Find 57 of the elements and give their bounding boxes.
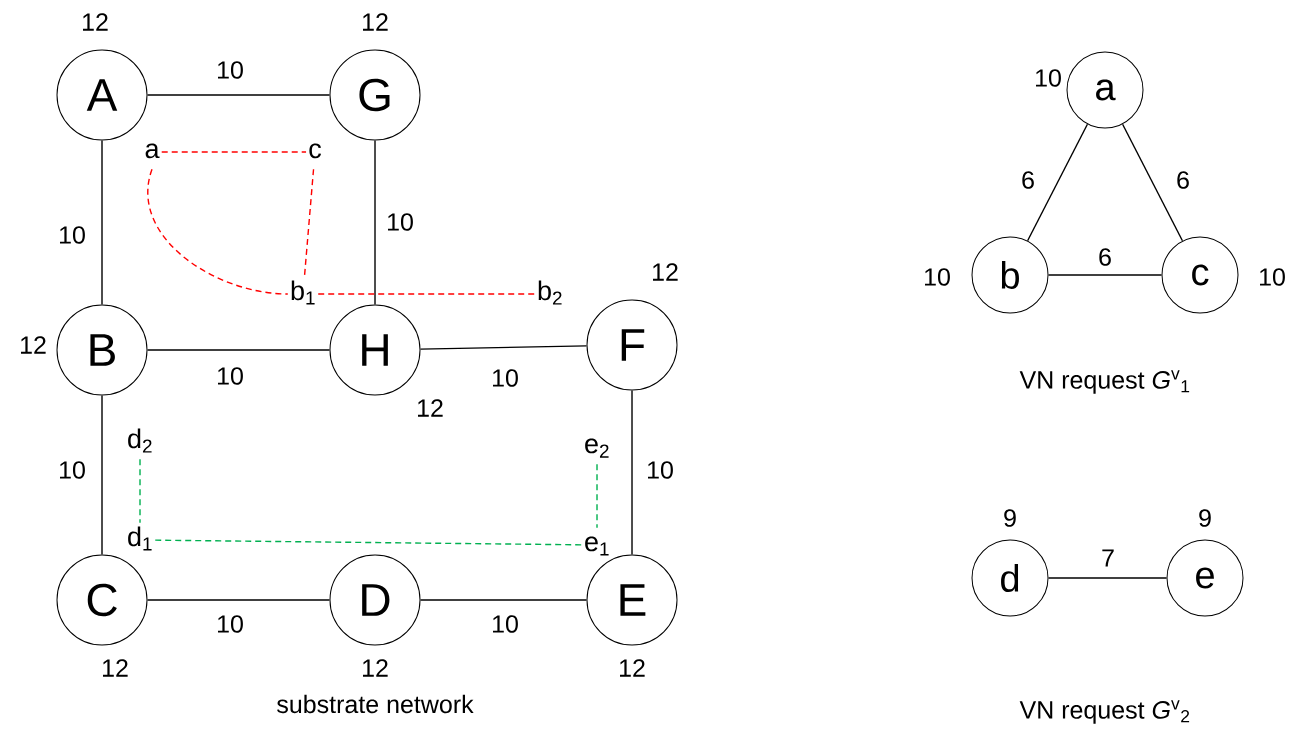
capacity-label: 9 [1199,509,1211,527]
link-line [1026,123,1089,242]
capacity-label: 12 [21,336,46,354]
link-line [1047,274,1163,276]
capacity-label: 9 [1004,509,1016,527]
capacity-label: 12 [620,659,645,677]
link-line [146,599,331,601]
mapped-node-label: c [309,143,322,159]
edge-label: 10 [215,614,245,634]
link-line [146,349,331,351]
link-line [146,94,331,96]
edge-label: 6 [1020,170,1036,190]
caption: VN request G$^{v}$2 [1019,700,1190,724]
capacity-label: 10 [925,268,950,286]
edge-label: 10 [57,460,87,480]
mapped-node-label: e$_{1}$ [585,536,609,556]
link-line [374,139,376,306]
capacity-label: 12 [363,13,388,31]
edge-label: 7 [1100,548,1116,568]
capacity-label: 12 [363,659,388,677]
caption: VN request G$^{v}$1 [1019,370,1190,394]
edge-label: 10 [57,225,87,245]
mapped-node-label: b$_{2}$ [538,280,562,305]
capacity-label: 12 [103,659,128,677]
edge-label: 6 [1097,247,1113,267]
edge-label: 10 [215,60,245,80]
mapped-node-label: a [145,143,160,159]
capacity-label: 10 [1036,69,1061,87]
capacity-label: 12 [83,13,108,31]
edge-label: 10 [490,614,520,634]
edge-label: 10 [645,460,675,480]
edge-label: 10 [215,366,245,386]
mapped-node-label: d$_{1}$ [128,526,152,551]
capacity-label: 12 [653,263,678,281]
mapping-line [596,463,598,529]
edge-label: 10 [490,368,520,388]
mapped-node-label: d$_{2}$ [128,428,152,453]
mapping-line [161,151,307,153]
link-line [419,345,588,350]
link-line [1047,577,1168,579]
mapped-node-label: e$_{2}$ [585,438,609,458]
link-line [631,389,633,556]
edge-label: 6 [1175,170,1191,190]
capacity-label: 12 [418,399,443,417]
capacity-label: 10 [1260,268,1285,286]
mapped-node-label: b$_{1}$ [291,280,315,305]
mapping-line [303,168,315,278]
link-line [101,394,103,556]
caption: substrate network [277,694,474,714]
link-line [1121,123,1184,242]
mapping-line [317,293,536,295]
mapping-line [147,168,289,295]
mapping-line [154,539,583,546]
link-line [101,139,103,306]
mapping-line [139,458,141,524]
edge-label: 10 [385,212,415,232]
link-line [419,599,588,601]
